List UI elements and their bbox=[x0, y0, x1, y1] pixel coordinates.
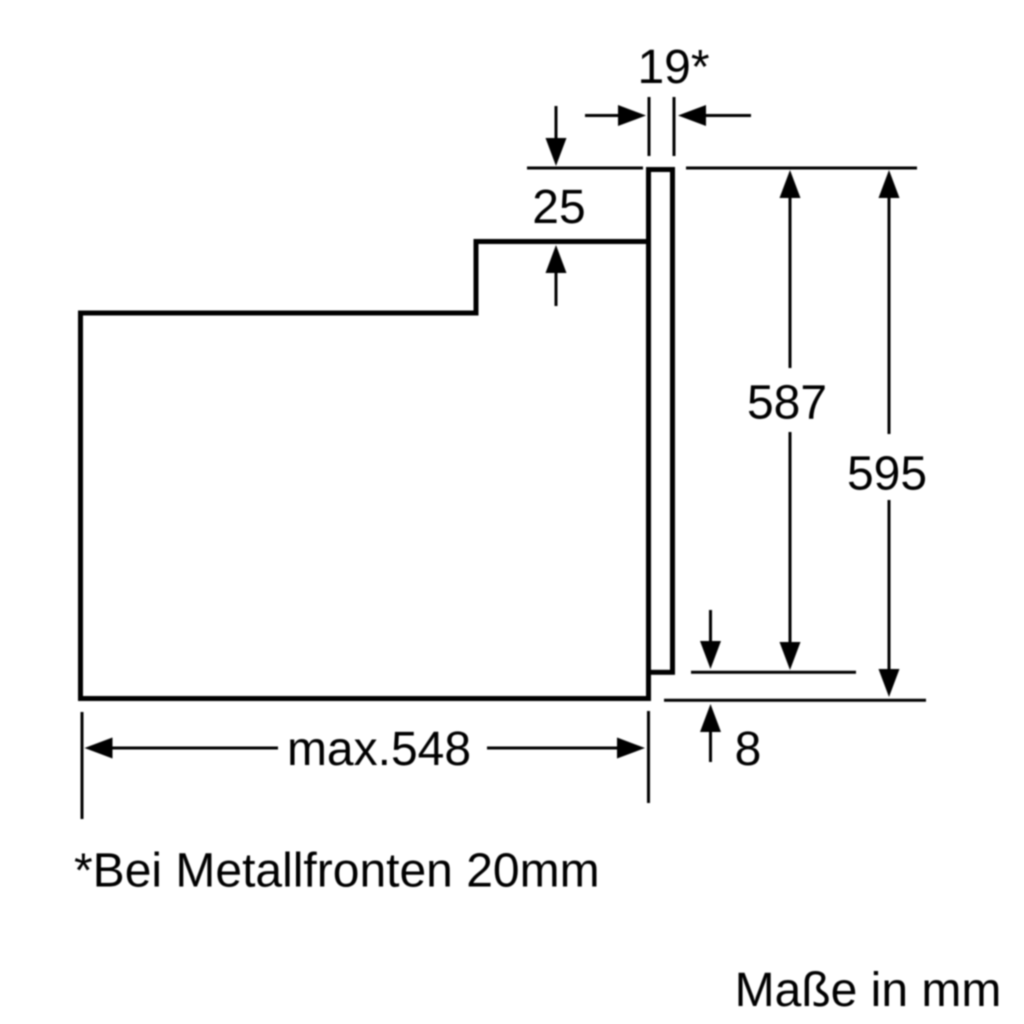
svg-text:19*: 19* bbox=[637, 41, 709, 94]
svg-text:Maße in mm: Maße in mm bbox=[735, 964, 1002, 1017]
svg-text:max.548: max.548 bbox=[287, 723, 471, 776]
svg-text:*Bei Metallfronten 20mm: *Bei Metallfronten 20mm bbox=[74, 845, 600, 898]
svg-text:587: 587 bbox=[747, 377, 827, 430]
svg-text:8: 8 bbox=[735, 723, 762, 776]
svg-text:25: 25 bbox=[532, 181, 585, 234]
svg-text:595: 595 bbox=[847, 448, 927, 501]
